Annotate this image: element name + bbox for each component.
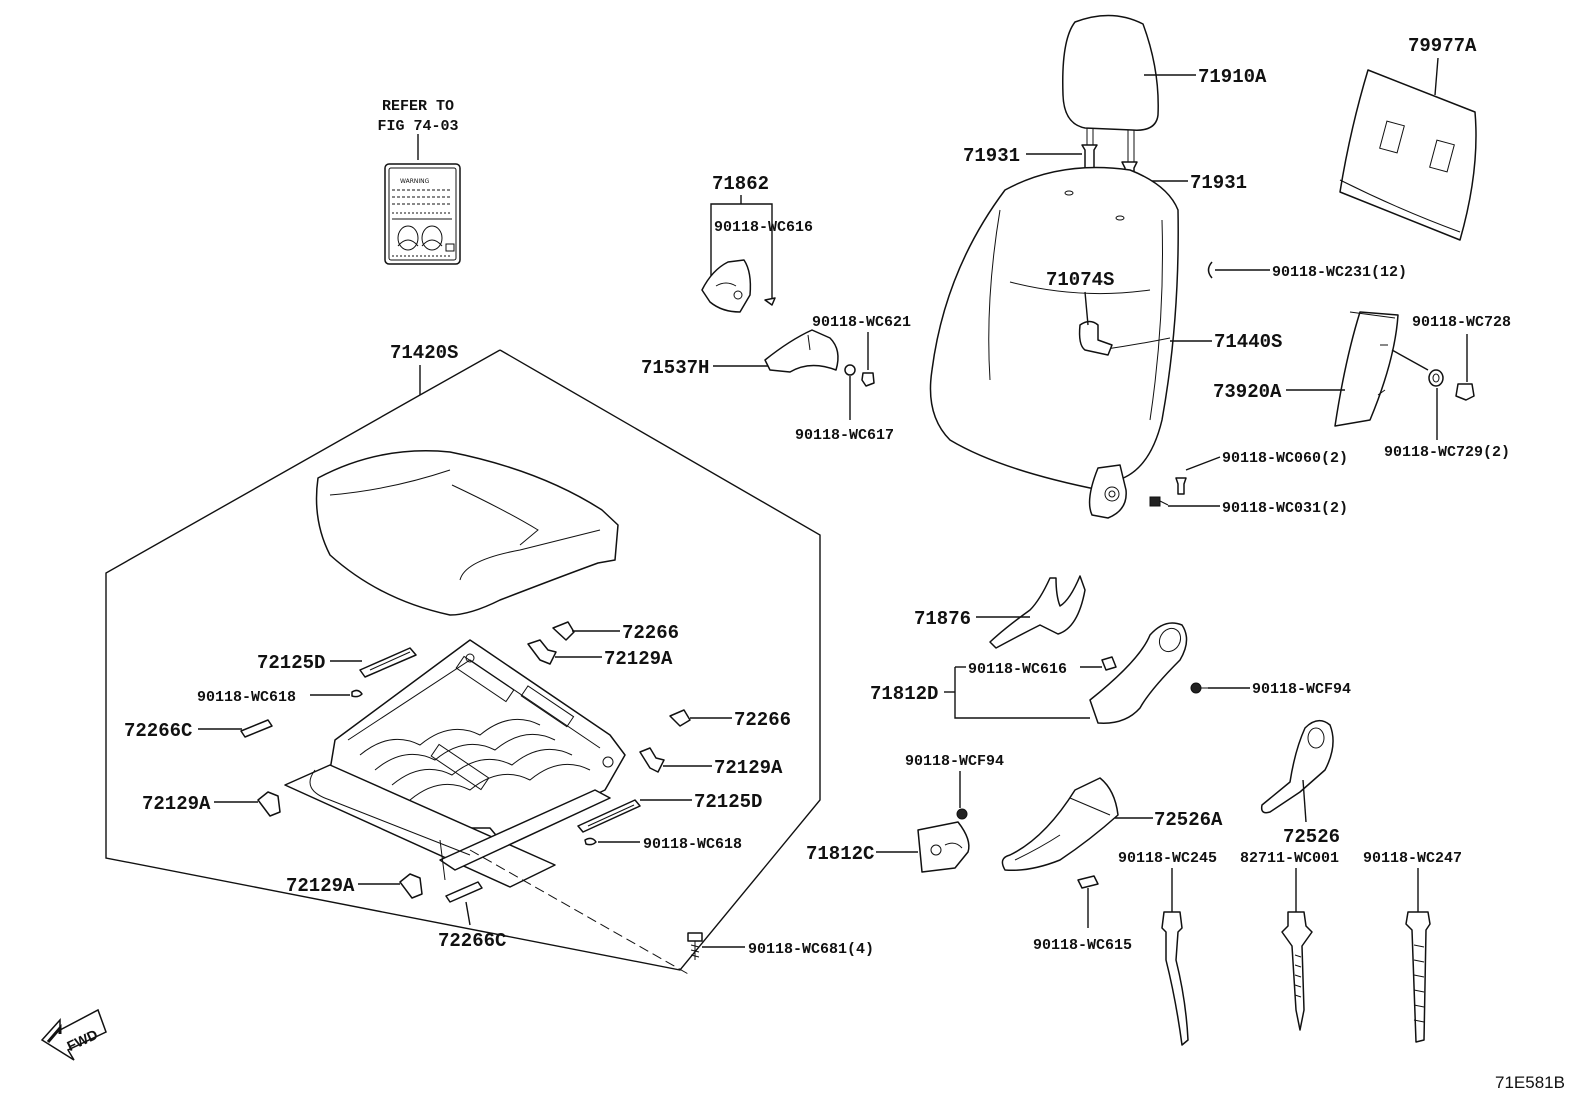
cover-72129A-d[interactable]: [399, 873, 423, 899]
cover-72526A-part[interactable]: [1001, 777, 1119, 872]
hog-ring-part[interactable]: [1207, 261, 1213, 279]
refer-note-line2: FIG 74-03: [377, 118, 458, 135]
label-71537H[interactable]: 71537H: [641, 357, 709, 379]
clip-wc616-top[interactable]: [764, 297, 776, 306]
cap-wc728[interactable]: [1455, 383, 1475, 401]
label-90118-WC615[interactable]: 90118-WC615: [1033, 937, 1132, 954]
bolt-wc031[interactable]: [1149, 496, 1169, 507]
label-71812C[interactable]: 71812C: [806, 843, 874, 865]
cover-72125D-b[interactable]: [577, 799, 641, 833]
label-72129A-d[interactable]: 72129A: [286, 875, 355, 897]
label-72266-b[interactable]: 72266: [734, 709, 791, 731]
label-72266-a[interactable]: 72266: [622, 622, 679, 644]
mounting-line: [469, 849, 691, 976]
fwd-arrow-icon: FWD: [40, 1008, 107, 1061]
label-90118-WCF94-left[interactable]: 90118-WCF94: [905, 753, 1004, 770]
screw-wc060[interactable]: [1175, 477, 1187, 495]
bracket-71537H-part[interactable]: [764, 329, 839, 373]
label-72125D-a[interactable]: 72125D: [257, 652, 325, 674]
label-71876[interactable]: 71876: [914, 608, 971, 630]
label-71074S[interactable]: 71074S: [1046, 269, 1114, 291]
cover-71812C-part[interactable]: [917, 821, 970, 873]
clip-wc618-a[interactable]: [351, 689, 363, 698]
clip-wc616-mid[interactable]: [1101, 656, 1117, 671]
seat-cushion-cover-part[interactable]: [315, 450, 619, 616]
label-82711-WC001[interactable]: 82711-WC001: [1240, 850, 1339, 867]
label-90118-WC060[interactable]: 90118-WC060(2): [1222, 450, 1348, 467]
headrest-part[interactable]: [1062, 14, 1159, 162]
seat-frame-part[interactable]: [284, 639, 626, 888]
label-71440S[interactable]: 71440S: [1214, 331, 1282, 353]
label-72129A-b[interactable]: 72129A: [714, 757, 783, 779]
cover-72266C-a[interactable]: [240, 719, 273, 738]
cover-72129A-a[interactable]: [527, 639, 557, 665]
cover-72266C-b[interactable]: [445, 881, 483, 903]
cover-72266-b[interactable]: [669, 709, 691, 727]
clip-wc621[interactable]: [861, 372, 875, 387]
label-90118-WC231[interactable]: 90118-WC231(12): [1272, 264, 1407, 281]
label-90118-WC621[interactable]: 90118-WC621: [812, 314, 911, 331]
label-72526[interactable]: 72526: [1283, 826, 1340, 848]
label-72266C-b[interactable]: 72266C: [438, 930, 506, 952]
nut-wc729[interactable]: [1428, 369, 1444, 387]
clip-wc618-b[interactable]: [584, 837, 597, 846]
seat-back-pad-part[interactable]: [1339, 69, 1477, 241]
label-71931-right[interactable]: 71931: [1190, 172, 1247, 194]
cable-tie-wc247[interactable]: [1405, 911, 1431, 1043]
figure-code: 71E581B: [1495, 1073, 1565, 1092]
screw-wcf94-right[interactable]: [1190, 682, 1208, 694]
label-71812D[interactable]: 71812D: [870, 683, 938, 705]
label-90118-WC616-mid[interactable]: 90118-WC616: [968, 661, 1067, 678]
cover-71812D-part[interactable]: [1089, 622, 1188, 724]
label-71420S[interactable]: 71420S: [390, 342, 458, 364]
nut-wc617[interactable]: [844, 364, 856, 376]
label-72125D-b[interactable]: 72125D: [694, 791, 762, 813]
label-90118-WC617[interactable]: 90118-WC617: [795, 427, 894, 444]
cable-tie-wc001[interactable]: [1281, 911, 1313, 1031]
cover-72125D-a[interactable]: [359, 647, 417, 678]
bracket-71876-part[interactable]: [989, 575, 1086, 649]
label-72526A[interactable]: 72526A: [1154, 809, 1223, 831]
label-90118-WC729[interactable]: 90118-WC729(2): [1384, 444, 1510, 461]
warning-label-part[interactable]: WARNING: [384, 163, 461, 265]
label-90118-WC681[interactable]: 90118-WC681(4): [748, 941, 874, 958]
label-90118-WC247[interactable]: 90118-WC247: [1363, 850, 1462, 867]
clip-wc615[interactable]: [1077, 875, 1099, 889]
label-72129A-a[interactable]: 72129A: [604, 648, 673, 670]
bracket-71862-part[interactable]: [701, 259, 752, 313]
side-cover-73920A[interactable]: [1334, 311, 1399, 427]
label-90118-WC031[interactable]: 90118-WC031(2): [1222, 500, 1348, 517]
refer-note: REFER TO FIG 74-03: [377, 98, 459, 160]
label-90118-WC245[interactable]: 90118-WC245: [1118, 850, 1217, 867]
label-72266C-a[interactable]: 72266C: [124, 720, 192, 742]
cable-tie-wc245[interactable]: [1161, 911, 1189, 1046]
cover-72129A-c[interactable]: [257, 791, 281, 817]
warning-label-text: WARNING: [400, 178, 430, 185]
cover-72129A-b[interactable]: [639, 747, 665, 773]
knob-72526-part[interactable]: [1260, 719, 1334, 814]
label-71862[interactable]: 71862: [712, 173, 769, 195]
seat-back-cover-part[interactable]: [929, 166, 1179, 519]
label-90118-WC616-top[interactable]: 90118-WC616: [714, 219, 813, 236]
headrest-support-left[interactable]: [1081, 144, 1098, 171]
screw-wcf94-left[interactable]: [956, 808, 968, 820]
label-71910A[interactable]: 71910A: [1198, 66, 1267, 88]
label-71931-left[interactable]: 71931: [963, 145, 1020, 167]
refer-note-line1: REFER TO: [382, 98, 454, 115]
label-90118-WCF94-right[interactable]: 90118-WCF94: [1252, 681, 1351, 698]
label-79977A[interactable]: 79977A: [1408, 35, 1477, 57]
label-73920A[interactable]: 73920A: [1213, 381, 1282, 403]
label-72129A-c[interactable]: 72129A: [142, 793, 211, 815]
label-90118-WC728[interactable]: 90118-WC728: [1412, 314, 1511, 331]
cover-72266-a[interactable]: [552, 621, 575, 641]
bolt-wc681[interactable]: [687, 932, 703, 960]
label-90118-WC618-a[interactable]: 90118-WC618: [197, 689, 296, 706]
label-90118-WC618-b[interactable]: 90118-WC618: [643, 836, 742, 853]
cushion-group-box: [105, 349, 821, 971]
